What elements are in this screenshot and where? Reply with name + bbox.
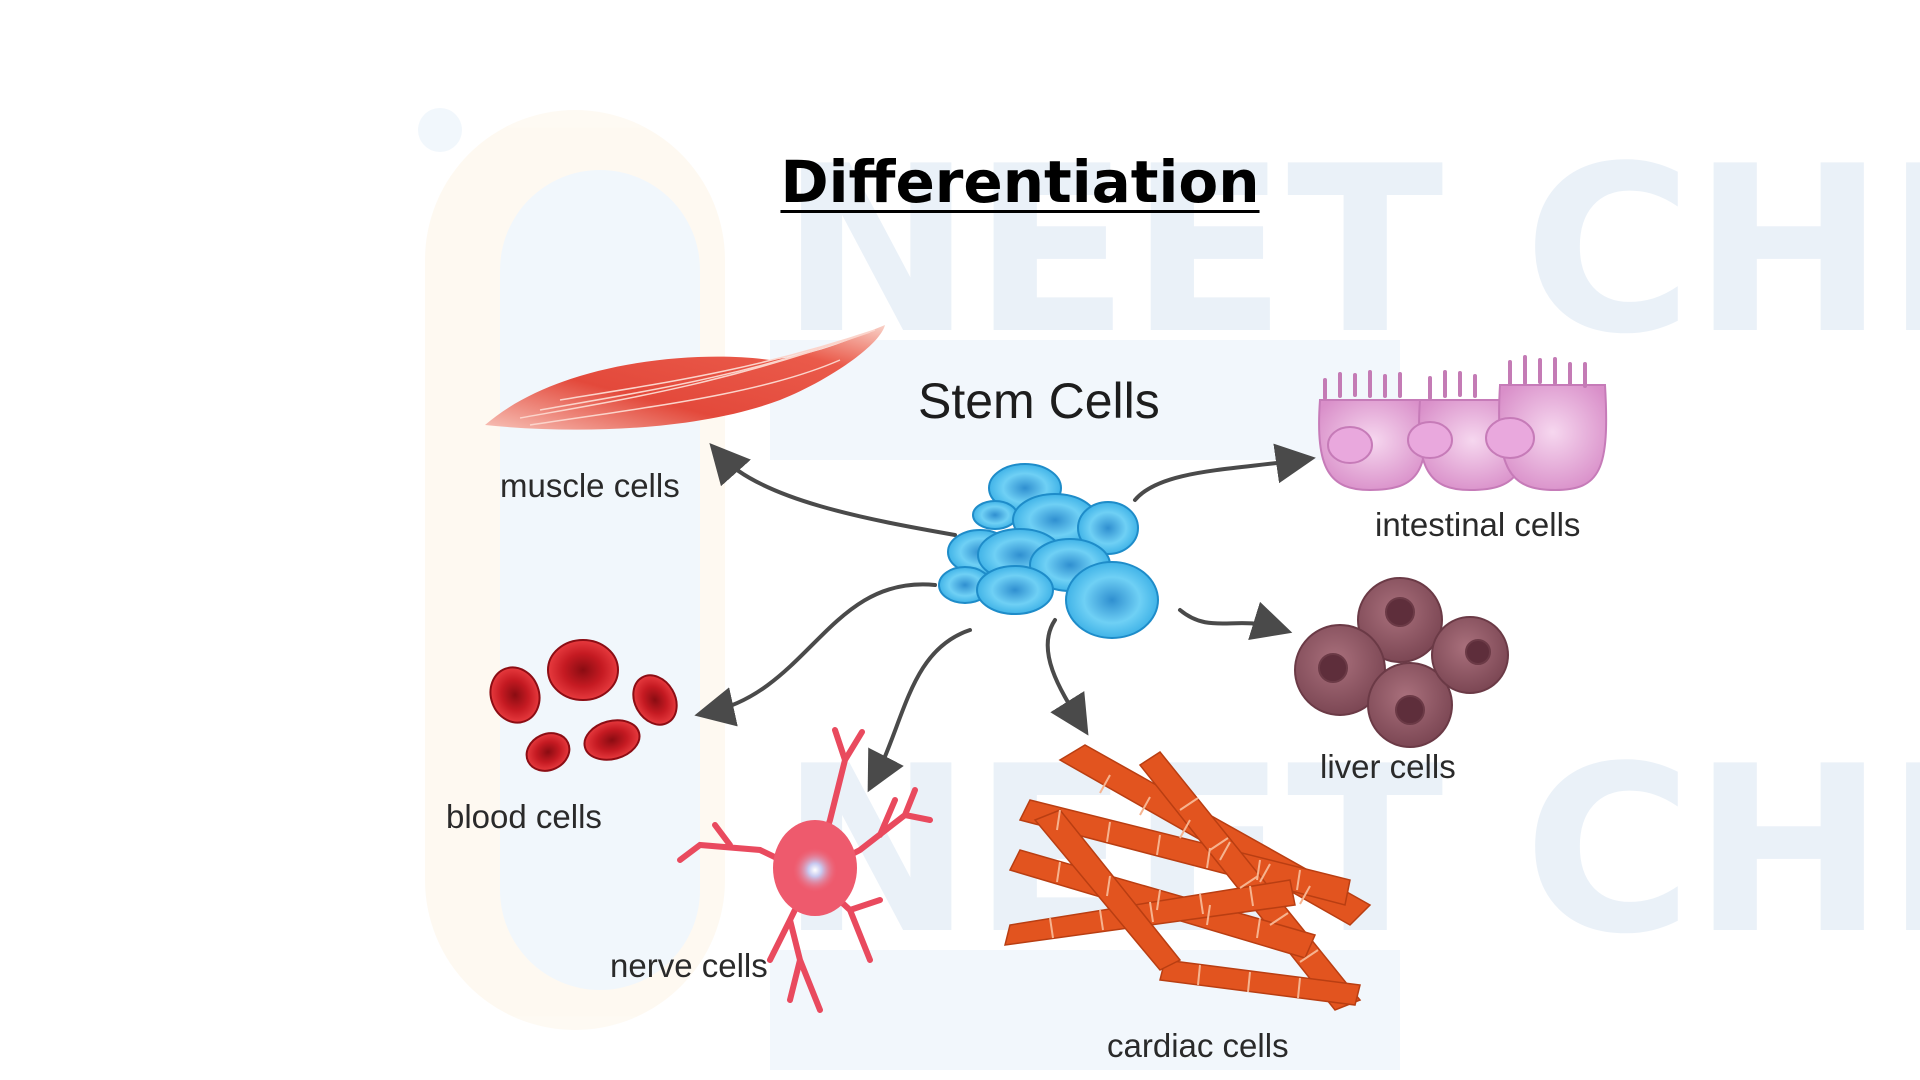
intestinal-cell-icon	[1318, 355, 1608, 492]
arrow-to-liver	[1178, 601, 1293, 641]
watermark-text-bottom: NEET CHENNAI	[780, 718, 1920, 985]
nerve-cells-label: nerve cells	[610, 947, 768, 984]
slide-title: Differentiation	[780, 148, 1260, 216]
cardiac-cells-icon	[1004, 744, 1372, 1011]
arrow-to-cardiac	[1045, 618, 1089, 736]
nerve-cell-icon	[677, 727, 933, 1013]
arrow-to-muscle	[709, 443, 957, 537]
blood-cells-label: blood cells	[446, 798, 602, 835]
differentiation-arrows	[694, 443, 1316, 793]
watermark-text-top: NEET CHENNAI	[780, 118, 1920, 385]
intestinal-cells-label: intestinal cells	[1375, 506, 1581, 543]
muscle-cells-label: muscle cells	[500, 467, 680, 504]
blood-cells-icon	[489, 639, 678, 772]
liver-cells-label: liver cells	[1320, 748, 1456, 785]
liver-cells-icon	[1294, 577, 1509, 748]
cardiac-cells-label: cardiac cells	[1107, 1027, 1289, 1064]
arrow-to-blood	[694, 582, 937, 727]
muscle-cell-icon	[485, 325, 885, 430]
stem-cells-label: Stem Cells	[918, 373, 1160, 429]
arrow-to-nerve	[867, 628, 972, 793]
arrow-to-intestinal	[1133, 443, 1316, 502]
stem-cells-icon	[938, 463, 1159, 639]
